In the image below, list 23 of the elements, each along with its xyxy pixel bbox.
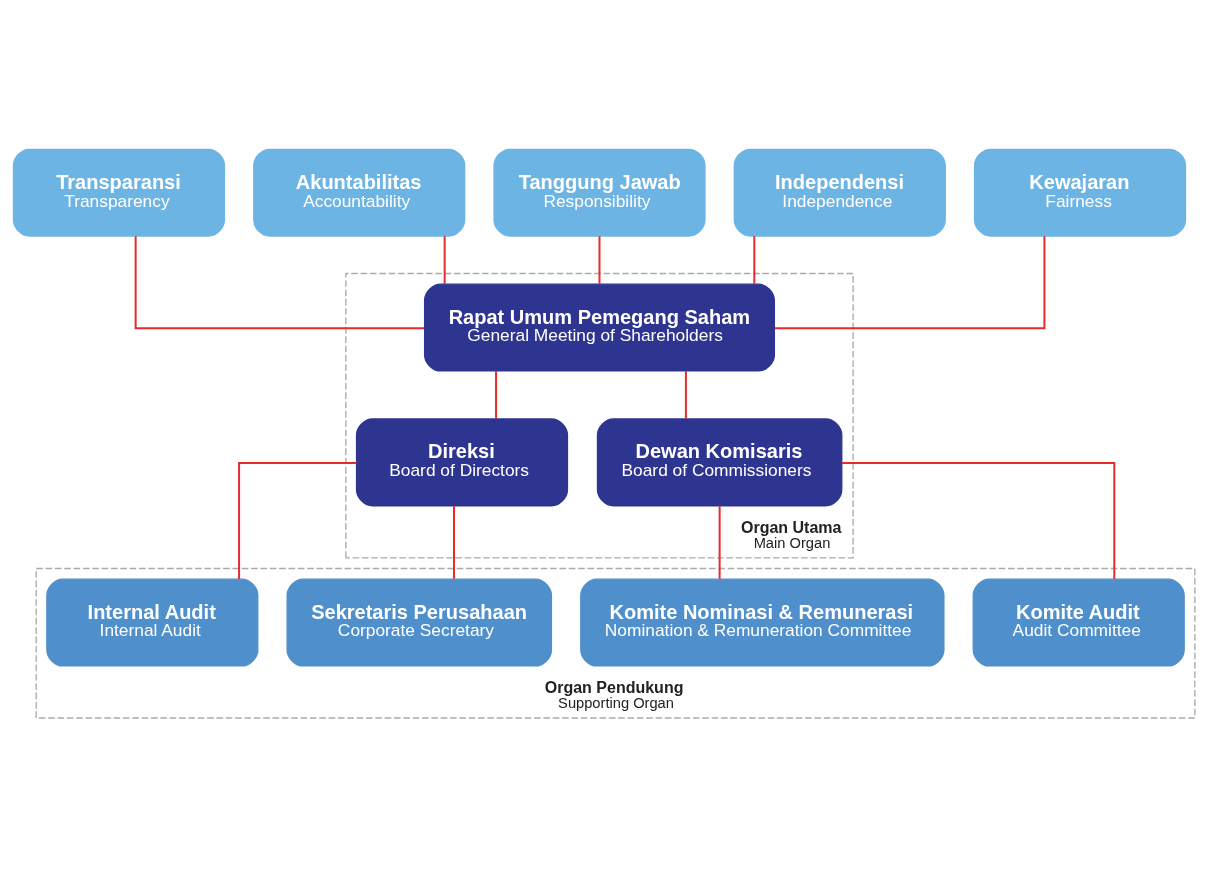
node-box: Internal Audit Internal Audit: [46, 578, 259, 667]
node-box: Transparansi Transparency: [12, 148, 226, 237]
connector: [495, 369, 498, 420]
node-box: Direksi Board of Directors: [355, 417, 569, 506]
connector: [598, 234, 601, 285]
node-box: Tanggung Jawab Responsibility: [493, 148, 706, 237]
connector: [443, 234, 446, 285]
connector: [773, 234, 1046, 329]
node-box: Komite Nominasi & Remunerasi Nomination & Remuneration Committee: [580, 578, 945, 667]
node-box: Komite Audit Audit Committee: [972, 578, 1185, 667]
connector: [718, 504, 721, 580]
node-box: Independensi Independence: [733, 148, 946, 237]
node-box: Rapat Umum Pemegang Saham General Meeting of Shareholders: [423, 283, 775, 372]
node-box: Akuntabilitas Accountability: [253, 148, 466, 237]
connector: [753, 234, 756, 285]
node-box: Sekretaris Perusahaan Corporate Secretary: [286, 578, 553, 667]
connector: [453, 504, 455, 580]
connector: [238, 461, 358, 580]
node-box: Dewan Komisaris Board of Commissioners: [596, 417, 843, 506]
connector: [840, 461, 1116, 580]
node-box: Kewajaran Fairness: [973, 148, 1187, 237]
connector: [684, 369, 687, 420]
connector: [134, 234, 426, 329]
